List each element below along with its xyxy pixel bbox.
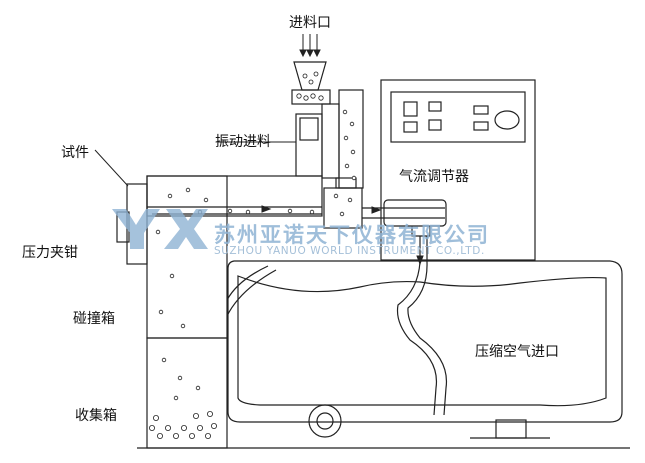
- label-compressed-air-inlet: 压缩空气进口: [475, 344, 559, 360]
- acceleration-tube: [146, 175, 323, 217]
- feed-hopper: [293, 61, 327, 91]
- label-inlet: 进料口: [289, 15, 331, 31]
- control-panel: [390, 91, 526, 143]
- airflow-regulator: [383, 199, 447, 227]
- watermark-company-en: SUZHOU YANUO WORLD INSTRUMENT CO.,LTD.: [214, 245, 485, 257]
- tank-foot: [495, 419, 527, 439]
- collection-box: [146, 337, 228, 449]
- feed-column: [321, 103, 340, 179]
- company-logo: [112, 209, 208, 249]
- label-pressure-clamp: 压力夹钳: [22, 245, 78, 261]
- label-airflow-regulator: 气流调节器: [399, 169, 469, 185]
- control-cabinet: [380, 79, 536, 261]
- tank-wheel: [308, 404, 342, 438]
- watermark-company-cn: 苏州亚诺天下仪器有限公司: [214, 223, 490, 247]
- label-collection-box: 收集箱: [75, 408, 117, 424]
- label-specimen: 试件: [61, 145, 89, 161]
- tank-inner-shell: [237, 275, 607, 407]
- air-hose: [396, 261, 438, 416]
- label-collision-box: 碰撞箱: [73, 311, 115, 327]
- collision-box: [146, 175, 228, 339]
- compressed-air-tank: [227, 260, 623, 423]
- label-vibration-feed: 振动进料: [215, 134, 271, 150]
